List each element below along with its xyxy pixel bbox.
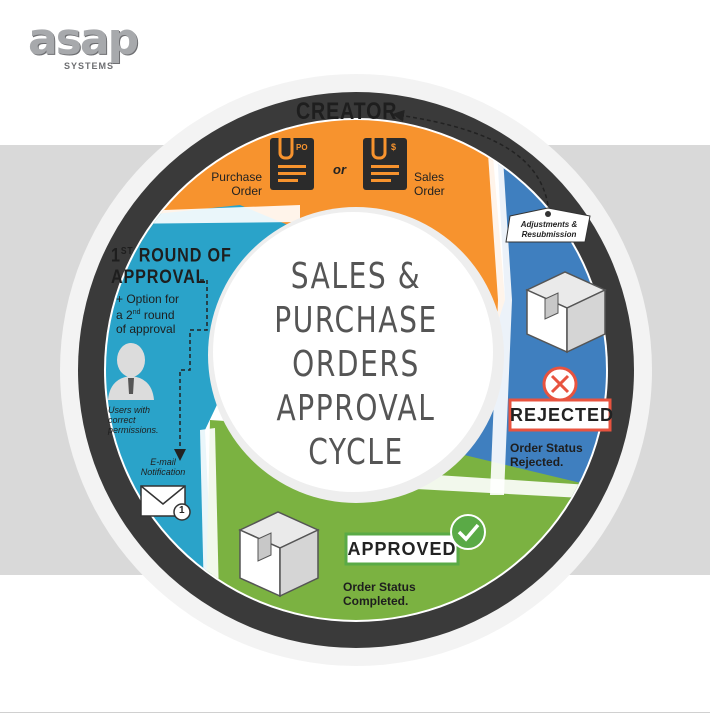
option-line: of approval <box>116 322 176 336</box>
users-line: permissions. <box>108 425 159 435</box>
bottom-divider <box>0 712 710 713</box>
first-round-number: 1 <box>111 245 121 267</box>
sales-order-line: Order <box>414 184 445 198</box>
user-icon <box>108 343 154 400</box>
email-badge: 1 <box>179 505 185 516</box>
approved-status-text: Order Status Completed. <box>343 580 416 608</box>
resubmission-arrow <box>392 109 549 206</box>
center-circle <box>213 212 493 492</box>
purchase-order-label: Purchase Order <box>200 170 262 198</box>
option-line: a 2 <box>116 308 133 322</box>
second-round-option: + Option for a 2nd round of approval <box>116 292 179 336</box>
notification-arrow <box>174 279 208 461</box>
first-round-superscript: ST <box>120 246 134 257</box>
rejected-status-line: Order Status <box>510 441 583 455</box>
rejected-x-icon <box>542 366 578 402</box>
option-line: round <box>140 308 175 322</box>
option-superscript: nd <box>132 309 141 316</box>
adjustments-line: Resubmission <box>521 230 577 239</box>
approved-check-icon <box>450 514 486 550</box>
center-title-line: SALES & <box>290 256 422 297</box>
purchase-order-icon <box>270 132 314 190</box>
asap-systems-logo: asap SYSTEMS <box>28 18 148 73</box>
email-notification-text: E-mail Notification <box>128 457 198 477</box>
so-tag: $ <box>391 142 397 152</box>
rejected-status-line: Rejected. <box>510 455 564 469</box>
purchase-order-line: Purchase <box>211 170 262 184</box>
users-permissions-text: Users with correct permissions. <box>108 405 159 435</box>
rejected-label: REJECTED <box>510 405 615 425</box>
approved-label: APPROVED <box>347 539 457 559</box>
users-line: correct <box>108 415 136 425</box>
approved-box-icon <box>238 511 320 598</box>
approved-status-line: Completed. <box>343 594 409 608</box>
first-round-title: 1ST ROUND OF APPROVAL <box>111 241 232 289</box>
center-title-line: APPROVAL <box>276 388 436 429</box>
first-round-title-line2: APPROVAL <box>111 267 207 289</box>
center-title: SALES & PURCHASE ORDERS APPROVAL CYCLE <box>265 255 448 475</box>
users-line: Users with <box>108 405 151 415</box>
adjustments-line: Adjustments & <box>520 220 578 229</box>
email-line: E-mail <box>150 457 176 467</box>
rejected-box-icon <box>525 271 607 354</box>
email-icon <box>140 485 191 521</box>
center-title-line: CYCLE <box>308 432 404 473</box>
adjustments-tag-text: Adjustments & Resubmission <box>511 220 587 240</box>
creator-title: CREATOR <box>296 98 398 125</box>
adjustments-tag <box>505 207 591 243</box>
first-round-title-rest: ROUND OF <box>133 245 232 267</box>
logo-text: asap <box>28 14 139 65</box>
rejected-status-text: Order Status Rejected. <box>510 441 583 469</box>
po-tag: PO <box>296 143 308 152</box>
option-line: + Option for <box>116 292 180 306</box>
sales-order-label: Sales Order <box>414 170 445 198</box>
rejected-label-box <box>508 398 612 432</box>
sales-order-icon <box>363 132 407 190</box>
or-text: or <box>333 162 346 177</box>
approved-label-box <box>344 532 460 566</box>
email-line: Notification <box>140 467 186 477</box>
sales-order-line: Sales <box>414 170 445 184</box>
center-title-line: ORDERS <box>292 344 420 385</box>
purchase-order-line: Order <box>231 184 262 198</box>
approved-status-line: Order Status <box>343 580 416 594</box>
logo-subtext: SYSTEMS <box>64 61 115 71</box>
center-title-line: PURCHASE <box>274 300 438 341</box>
